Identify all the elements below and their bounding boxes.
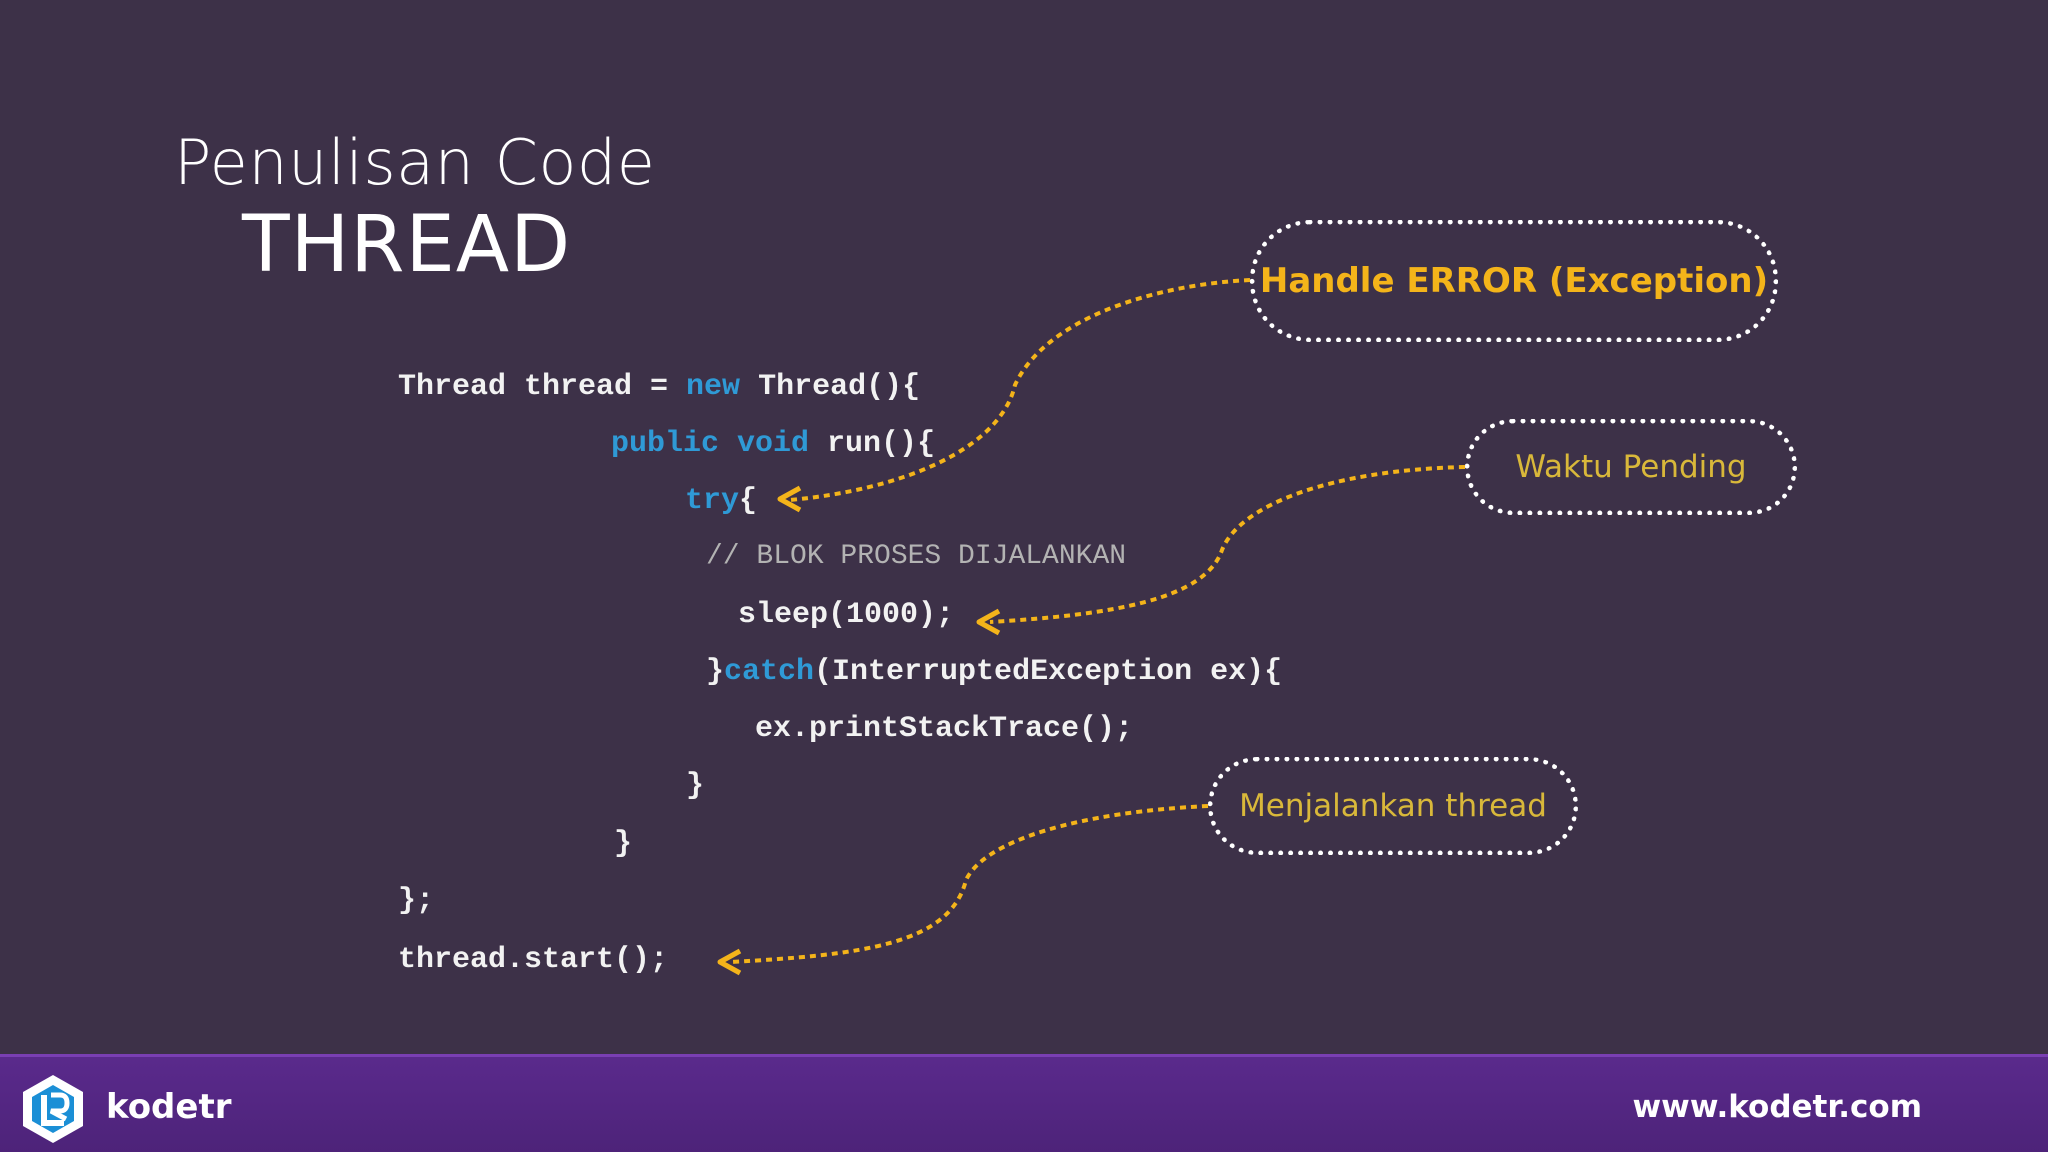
brand-name: kodetr bbox=[106, 1087, 232, 1127]
arrow-to-start bbox=[729, 804, 1209, 964]
website-url: www.kodetr.com bbox=[1632, 1089, 1922, 1125]
kodetr-logo-icon bbox=[23, 1075, 83, 1143]
code-line-9: } bbox=[614, 827, 633, 861]
code-line-6: }catch(InterruptedException ex){ bbox=[706, 657, 1282, 687]
slide-subtitle: Penulisan Code bbox=[174, 126, 656, 199]
code-text: run(){ bbox=[809, 427, 936, 461]
code-comment: // BLOK PROSES DIJALANKAN bbox=[706, 541, 1127, 572]
callout-handle-error: Handle ERROR (Exception) bbox=[1250, 220, 1778, 342]
arrow-to-try bbox=[789, 278, 1251, 502]
code-keyword: new bbox=[686, 370, 741, 404]
code-text: { bbox=[739, 484, 758, 518]
arrow-head-try bbox=[777, 485, 802, 513]
callout-label: Handle ERROR (Exception) bbox=[1259, 261, 1769, 301]
code-line-5: sleep(1000); bbox=[738, 598, 955, 632]
code-line-3: try{ bbox=[685, 486, 757, 516]
code-text: } bbox=[706, 655, 725, 689]
code-text: Thread thread = bbox=[398, 370, 687, 404]
slide-title: THREAD bbox=[242, 200, 572, 290]
code-line-7: ex.printStackTrace(); bbox=[755, 712, 1134, 746]
code-line-8: } bbox=[686, 769, 705, 803]
code-keyword: try bbox=[685, 484, 740, 518]
code-line-11: thread.start(); bbox=[398, 943, 669, 977]
callout-label: Menjalankan thread bbox=[1239, 788, 1547, 824]
code-line-10: }; bbox=[398, 884, 435, 918]
arrow-head-start bbox=[717, 948, 742, 976]
code-line-1: Thread thread = new Thread(){ bbox=[398, 372, 920, 402]
code-text: (InterruptedException ex){ bbox=[814, 655, 1283, 689]
code-text: Thread(){ bbox=[740, 370, 921, 404]
code-line-2: public void run(){ bbox=[611, 429, 935, 459]
callout-label: Waktu Pending bbox=[1515, 449, 1747, 485]
footer-bar: kodetr www.kodetr.com bbox=[0, 1054, 2048, 1152]
code-keyword: public void bbox=[611, 427, 810, 461]
arrow-to-sleep bbox=[989, 465, 1466, 624]
code-keyword: catch bbox=[724, 655, 815, 689]
callout-waktu-pending: Waktu Pending bbox=[1465, 419, 1797, 515]
arrow-head-sleep bbox=[976, 608, 1001, 636]
callout-menjalankan-thread: Menjalankan thread bbox=[1208, 757, 1578, 855]
